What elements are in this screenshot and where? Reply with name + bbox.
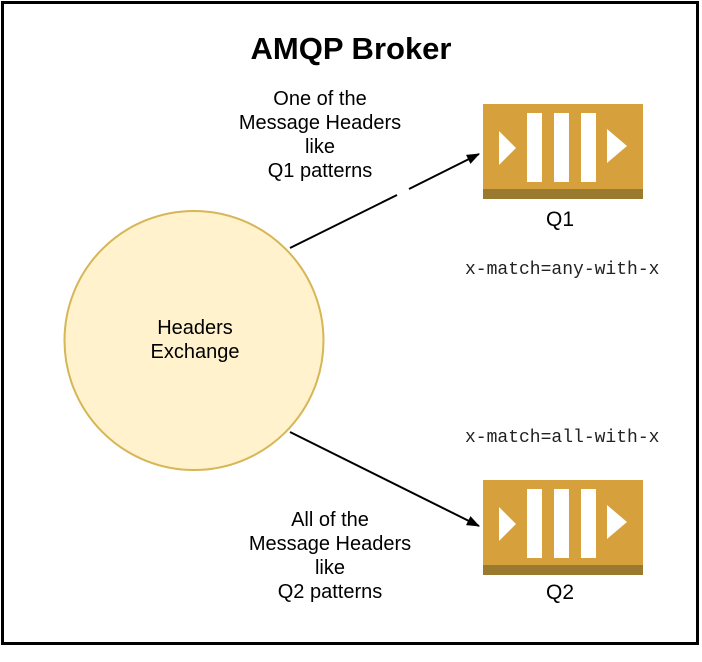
message-bar [581, 489, 596, 558]
message-bar [527, 489, 542, 558]
q2-match-rule: x-match=all-with-x [465, 428, 660, 448]
message-bar [527, 113, 542, 182]
message-bar [554, 113, 569, 182]
chevron-out-icon [607, 129, 627, 163]
chevron-out-icon [607, 505, 627, 539]
exchange-label-line: Headers [157, 317, 233, 339]
q1-routing-annotation: One of the Message Headers like Q1 patte… [239, 87, 401, 183]
annotation-line: Q2 patterns [277, 581, 383, 603]
headers-exchange-shape [63, 210, 325, 471]
annotation-line: All of the [291, 509, 369, 531]
annotation-line: Q1 patterns [267, 160, 373, 182]
queue-base-shadow [483, 565, 643, 575]
annotation-line: like [304, 136, 335, 158]
queue-q1-icon [483, 104, 643, 199]
exchange-label-line: Exchange [150, 341, 240, 363]
q2-routing-annotation: All of the Message Headers like Q2 patte… [249, 508, 411, 604]
annotation-line: Message Headers [238, 112, 402, 134]
chevron-in-icon [499, 131, 516, 165]
exchange-circle [63, 210, 325, 471]
annotation-line: Message Headers [248, 533, 412, 555]
queue-q1-label: Q1 [545, 208, 575, 231]
queue-q2-label: Q2 [545, 581, 575, 604]
q1-match-rule: x-match=any-with-x [465, 260, 660, 280]
annotation-line: One of the [273, 88, 367, 110]
queue-q2-icon [483, 480, 643, 575]
diagram-border [1, 1, 699, 645]
queue-base-shadow [483, 189, 643, 199]
message-bar [554, 489, 569, 558]
message-bar [581, 113, 596, 182]
annotation-line: like [314, 557, 345, 579]
exchange-label: Headers Exchange [151, 316, 240, 364]
chevron-in-icon [499, 507, 516, 541]
diagram-title: AMQP Broker [250, 31, 452, 66]
